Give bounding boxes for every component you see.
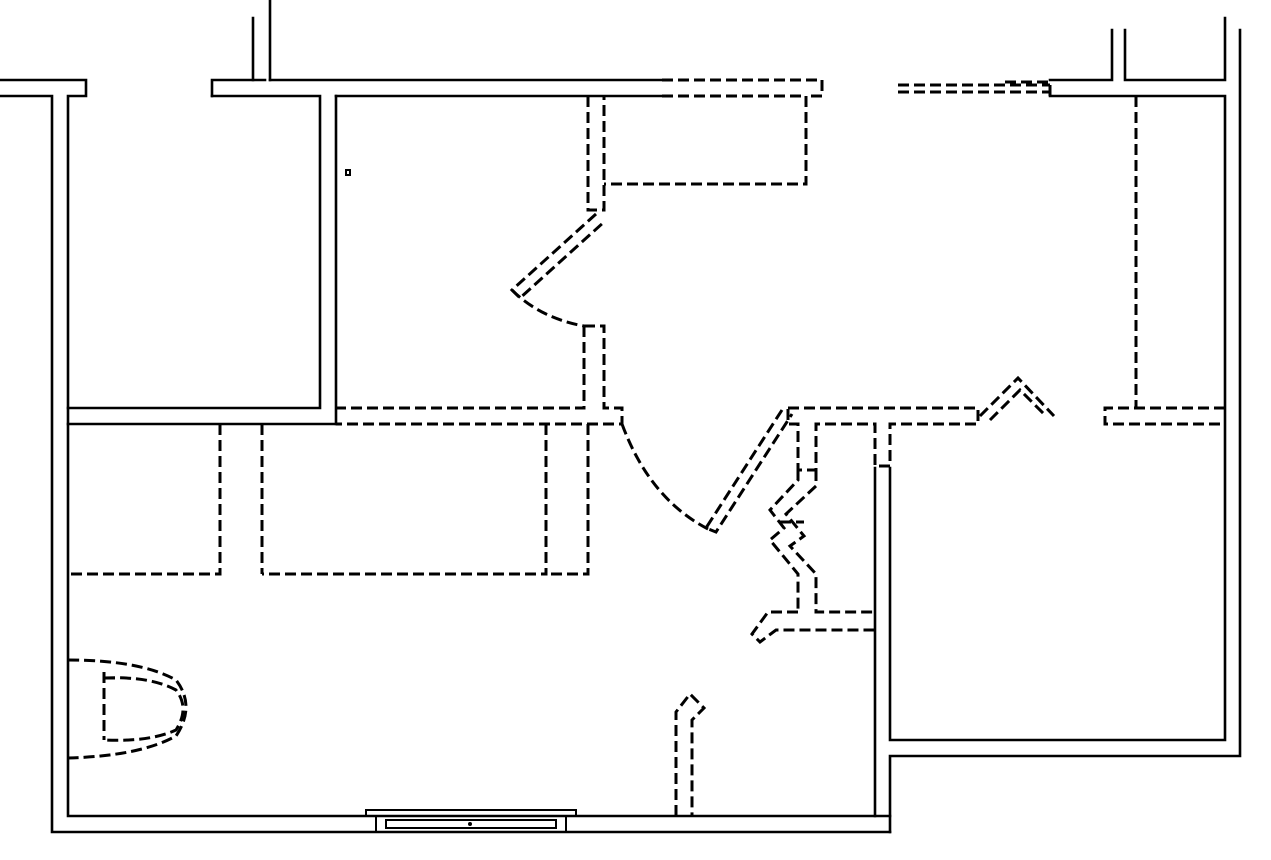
window-sill <box>365 809 577 833</box>
switch <box>345 169 351 176</box>
toilet <box>67 658 188 760</box>
swing-doors <box>510 288 804 532</box>
door-swing-center <box>620 423 711 532</box>
switch-icon <box>345 169 351 176</box>
window-handle-icon <box>468 822 472 826</box>
hidden-lines <box>68 78 1225 816</box>
door-swing-top <box>510 288 585 328</box>
exterior-walls <box>0 0 1242 834</box>
